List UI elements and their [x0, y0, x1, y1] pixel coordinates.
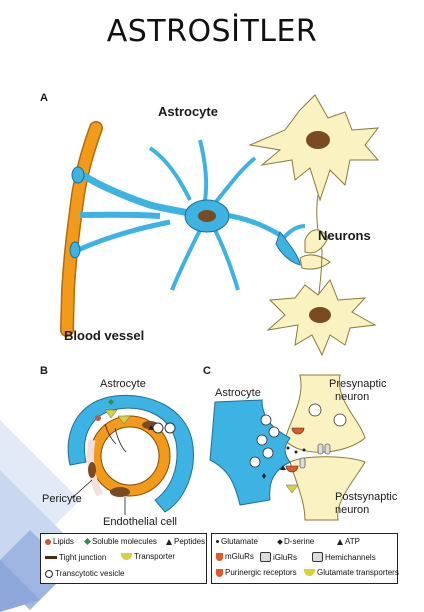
legend-glut-transporters: Glutamate transporters — [304, 568, 399, 577]
diamond-icon — [277, 538, 283, 545]
legend-mglurs: mGluRs — [216, 552, 254, 561]
legend-panel-b: Lipids Soluble molecules Peptides Tight … — [40, 533, 207, 584]
neurons-label: Neurons — [318, 228, 371, 243]
legend-soluble: Soluble molecules — [83, 537, 157, 546]
lipid-icon — [45, 538, 51, 545]
mglur-icon — [216, 552, 223, 561]
page-title: ASTROSİTLER — [106, 14, 318, 49]
transporter-icon — [121, 553, 132, 560]
pericyte — [86, 439, 104, 497]
legend-hemichannels: Hemichannels — [312, 552, 376, 562]
legend-tight-junction: Tight junction — [45, 553, 106, 562]
transport-molecules — [95, 399, 176, 453]
synapse-bulb — [299, 229, 331, 301]
dot-icon — [216, 540, 219, 543]
legend-glutamate: Glutamate — [216, 537, 258, 546]
astrocyte-label-c: Astrocyte — [215, 387, 261, 399]
presynaptic-label-line1: Presynaptic — [329, 378, 387, 390]
astrocyte-label-a: Astrocyte — [158, 104, 218, 119]
panel-b-letter: B — [40, 365, 48, 377]
astrocyte-endfoot — [67, 394, 194, 513]
triangle-icon — [166, 538, 172, 545]
postsynaptic-label-line2: neuron — [335, 504, 369, 516]
legend-iglurs: iGluRs — [260, 552, 297, 562]
astrocyte-label-b: Astrocyte — [100, 378, 146, 390]
postsynaptic-label-line1: Postsynaptic — [335, 491, 398, 503]
tight-junction-icon — [45, 556, 57, 559]
iglur-icon — [260, 552, 271, 562]
endothelial-label: Endothelial cell — [103, 516, 177, 528]
neuron-top-nucleus — [306, 131, 330, 149]
legend-purinergic: Purinergic receptors — [216, 568, 297, 577]
panel-c-letter: C — [203, 365, 211, 377]
triangle-icon — [337, 538, 343, 545]
legend-transporter: Transporter — [121, 552, 175, 561]
legend-panel-c: Glutamate D-serine ATP mGluRs iGluRs Hem… — [211, 533, 399, 584]
panel-a-letter: A — [40, 92, 48, 104]
purinergic-icon — [216, 568, 223, 577]
receptors-c — [285, 427, 331, 494]
vesicle-icon — [45, 569, 53, 578]
astrocyte-nucleus — [198, 210, 216, 222]
hemichannel-icon — [312, 552, 323, 562]
blood-vessel — [60, 121, 103, 337]
legend-vesicle: Transcytotic vesicle — [45, 569, 125, 578]
astrocyte-cell — [69, 139, 306, 291]
legend-lipids: Lipids — [45, 537, 74, 546]
legend-peptides: Peptides — [166, 537, 205, 546]
diamond-icon — [83, 537, 92, 546]
pericyte-pointer — [71, 479, 93, 499]
legend-dserine: D-serine — [277, 537, 314, 546]
pericyte-label: Pericyte — [42, 493, 82, 505]
glut-transporter-icon — [304, 569, 315, 576]
astrocyte-process-c — [209, 399, 291, 506]
postsynaptic-neuron — [289, 456, 366, 521]
neuron-bottom-nucleus — [309, 307, 331, 323]
presynaptic-label-line2: neuron — [335, 391, 369, 403]
legend-atp: ATP — [337, 537, 360, 546]
synaptic-vesicles — [249, 403, 347, 479]
blood-vessel-label: Blood vessel — [64, 328, 144, 343]
